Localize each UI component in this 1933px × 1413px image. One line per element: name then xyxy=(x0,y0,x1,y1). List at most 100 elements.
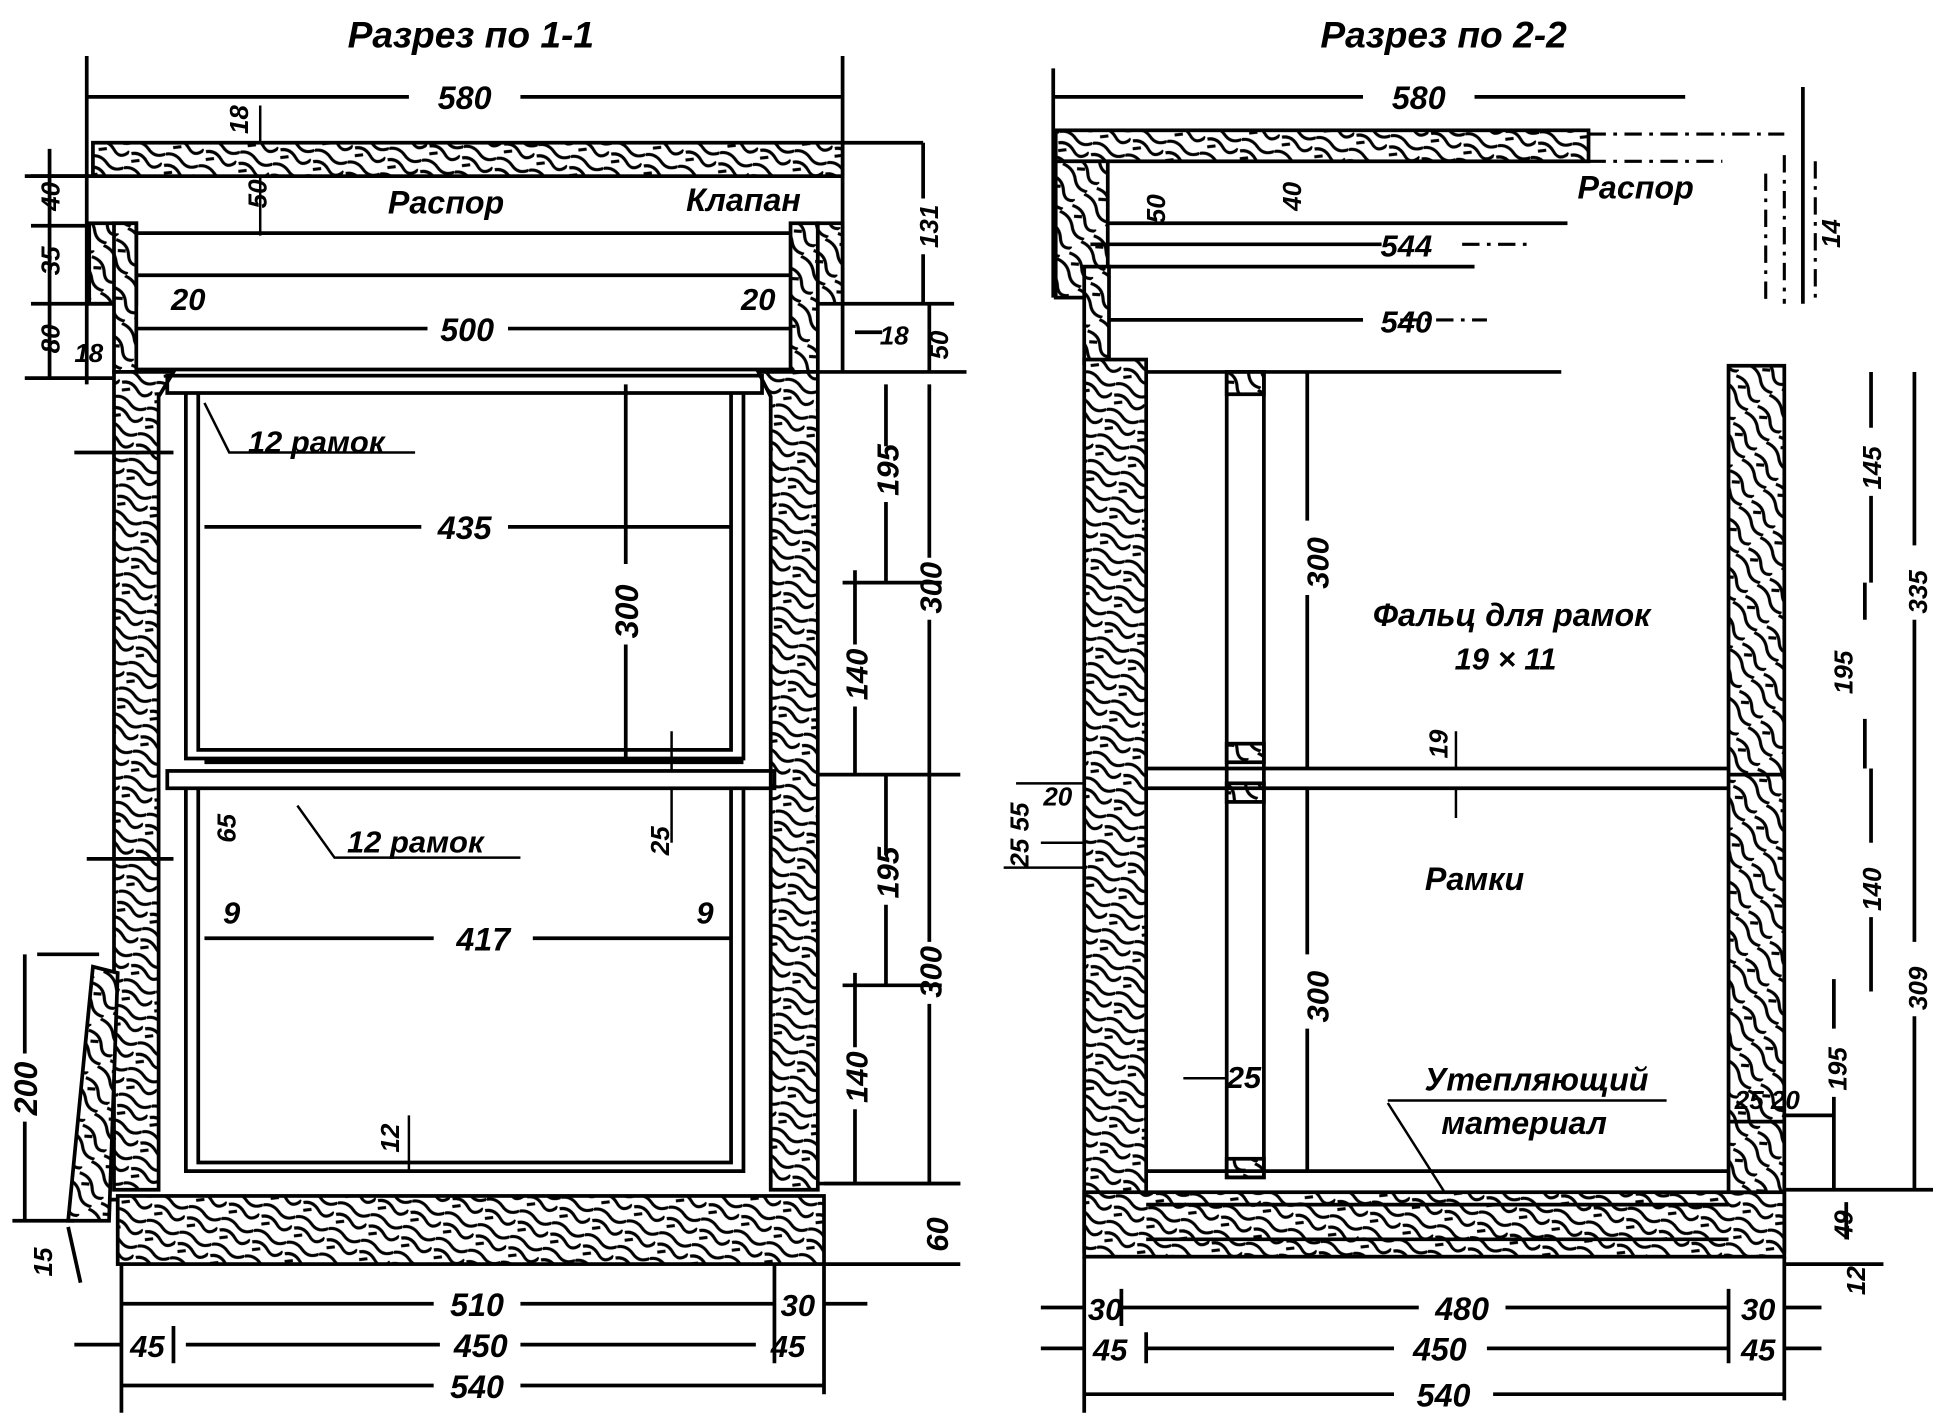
lid-board-2-faded xyxy=(1588,132,1785,163)
dim-540-top: 540 xyxy=(1381,304,1433,339)
dim-140-a: 140 xyxy=(839,649,874,701)
leader-frames-upper xyxy=(203,402,416,454)
lid-wall-right-2 xyxy=(1764,155,1817,304)
dim-195-2b: 195 xyxy=(1822,1047,1852,1091)
dim-18-left: 18 xyxy=(74,338,103,368)
dim-50-2: 50 xyxy=(1141,194,1171,223)
dim-45-left-2: 45 xyxy=(1092,1333,1128,1368)
dim-30-right-2: 30 xyxy=(1741,1292,1775,1327)
dim-20-left: 20 xyxy=(170,282,205,317)
label-klapan: Клапан xyxy=(686,182,801,218)
upper-frame-top-bar xyxy=(165,373,764,395)
dim-35: 35 xyxy=(35,246,65,275)
dim-50-right: 50 xyxy=(924,330,954,359)
dim-14: 14 xyxy=(1816,219,1846,248)
dim-140-b: 140 xyxy=(839,1051,874,1103)
dim-540-2: 540 xyxy=(1417,1378,1471,1413)
dim-417: 417 xyxy=(455,922,512,958)
dim-300-frame: 300 xyxy=(609,585,645,639)
insulation-layer xyxy=(1146,1202,1729,1242)
dim-131: 131 xyxy=(914,205,944,248)
lid-board-2 xyxy=(1053,128,1591,164)
dim-12: 12 xyxy=(375,1123,405,1152)
label-frames-upper: 12 рамок xyxy=(248,424,386,459)
dim-540: 540 xyxy=(450,1369,504,1405)
dim-line-right-stack xyxy=(842,142,955,372)
label-frames-lower: 12 рамок xyxy=(347,825,485,860)
dim-18-right: 18 xyxy=(880,321,909,351)
leader-frames-lower xyxy=(296,804,521,859)
dim-line-580 xyxy=(84,55,845,385)
lower-frame-top-bar xyxy=(165,769,777,791)
dim-200: 200 xyxy=(8,1062,44,1117)
dim-12-2: 12 xyxy=(1841,1266,1871,1295)
frame-top-bar-section xyxy=(1224,370,1266,397)
wall-ext-lines xyxy=(74,370,967,861)
label-insulation-1: Утепляющий xyxy=(1425,1062,1649,1098)
dim-80: 80 xyxy=(35,324,65,353)
dim-lines-bottom-2 xyxy=(1040,1256,1822,1413)
frame-bottom-bar-section xyxy=(1224,741,1266,765)
dim-line-left-stack xyxy=(24,148,114,380)
frame2-bottom-bar-section xyxy=(1224,1156,1266,1180)
label-raspor-2: Распор xyxy=(1577,169,1693,205)
spacer-lines-2-dash xyxy=(1400,242,1531,322)
dim-19: 19 xyxy=(1423,729,1453,758)
dim-195-2a: 195 xyxy=(1828,650,1858,694)
frame2-top-bar-section xyxy=(1224,781,1266,804)
bottom-board xyxy=(115,1194,826,1266)
lid-rim-right-outer xyxy=(815,221,845,306)
dim-25: 25 xyxy=(645,826,675,856)
dim-300-b: 300 xyxy=(914,946,949,998)
lid-board xyxy=(91,140,845,179)
dim-25-2: 25 xyxy=(1226,1060,1262,1095)
dim-gap-50: 50 xyxy=(242,179,272,208)
dim-30: 30 xyxy=(781,1288,815,1323)
dim-20-2: 20 xyxy=(1042,782,1072,812)
dim-300-a: 300 xyxy=(914,562,949,614)
dim-195-b: 195 xyxy=(870,846,905,898)
dim-195-a: 195 xyxy=(870,443,905,495)
label-frames-2: Рамки xyxy=(1425,861,1525,897)
body-wall-left xyxy=(112,370,177,1192)
dim-lines-right xyxy=(817,384,961,1186)
dim-450-2: 450 xyxy=(1412,1332,1467,1368)
dim-335: 335 xyxy=(1903,570,1933,614)
section-1-1: Разрез по 1-1 580 18 50 Распор Клапан 20… xyxy=(8,13,967,1413)
dim-544: 544 xyxy=(1381,229,1433,264)
label-insulation-2: материал xyxy=(1441,1105,1607,1141)
dim-20-right: 20 xyxy=(740,282,775,317)
dim-500: 500 xyxy=(440,312,494,348)
dim-145: 145 xyxy=(1857,446,1887,490)
dim-lines-bottom xyxy=(74,1264,868,1413)
label-raspor: Распор xyxy=(388,184,504,220)
dim-510: 510 xyxy=(450,1287,504,1323)
body-wall-right-2 xyxy=(1726,363,1787,1254)
dim-480: 480 xyxy=(1434,1291,1489,1327)
dim-line-200 xyxy=(12,952,100,1284)
lower-frame xyxy=(184,788,746,1174)
dim-300-frame-a: 300 xyxy=(1300,537,1335,589)
dim-30-left-2: 30 xyxy=(1088,1292,1122,1327)
dim-45-right-2: 45 xyxy=(1740,1333,1776,1368)
dim-49: 49 xyxy=(1828,1210,1858,1240)
dim-40-2: 40 xyxy=(1277,181,1307,211)
dim-60: 60 xyxy=(920,1217,955,1251)
dim-9-left: 9 xyxy=(223,895,241,930)
section-2-2: Разрез по 2-2 580 50 40 Распор 544 540 1… xyxy=(1003,13,1933,1413)
dim-15: 15 xyxy=(28,1247,58,1276)
dim-lid-18: 18 xyxy=(224,105,254,134)
dim-25-20: 25 20 xyxy=(1734,1085,1801,1115)
body-wall-left-2 xyxy=(1082,357,1149,1254)
dim-25-55: 25 55 xyxy=(1004,802,1034,869)
dim-45-right: 45 xyxy=(770,1329,806,1364)
dim-9-right: 9 xyxy=(696,895,714,930)
dim-300-frame-b: 300 xyxy=(1300,971,1335,1023)
spacer-lines-2 xyxy=(1090,221,1568,269)
dim-65: 65 xyxy=(211,813,241,842)
spacer-lines xyxy=(136,231,791,372)
frame-end-bar xyxy=(1224,370,1266,1180)
dim-lines-left-2 xyxy=(1003,782,1085,869)
